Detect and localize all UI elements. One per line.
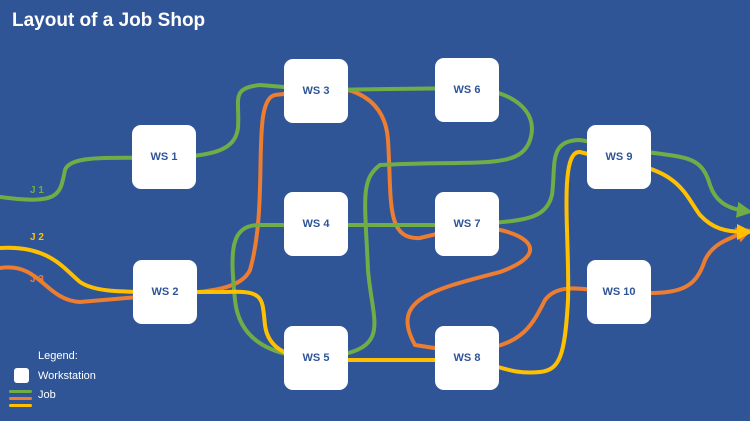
workstation-ws2: WS 2: [133, 260, 197, 324]
workstation-ws7: WS 7: [435, 192, 499, 256]
legend-workstation-swatch: [14, 368, 29, 383]
workstation-ws4: WS 4: [284, 192, 348, 256]
diagram-title: Layout of a Job Shop: [12, 10, 206, 31]
job-1-route: [0, 82, 750, 359]
workstation-ws2-label: WS 2: [151, 286, 179, 298]
legend-job-swatch-yellow: [9, 404, 32, 407]
workstation-ws5: WS 5: [284, 326, 348, 390]
job-2-route: [0, 150, 750, 375]
workstation-ws8-label: WS 8: [453, 352, 481, 364]
workstation-ws1-label: WS 1: [150, 151, 178, 163]
legend-job-swatch-orange: [9, 397, 32, 400]
workstation-ws3-label: WS 3: [302, 85, 330, 97]
workstation-ws4-label: WS 4: [302, 218, 330, 230]
workstation-ws1: WS 1: [132, 125, 196, 189]
workstation-ws10: WS 10: [587, 260, 651, 324]
workstation-ws5-label: WS 5: [302, 352, 330, 364]
legend-workstation-label: Workstation: [38, 370, 96, 382]
workstation-ws10-label: WS 10: [602, 286, 636, 298]
legend-job-swatch-green: [9, 390, 32, 393]
legend-title: Legend:: [38, 350, 78, 362]
workstation-ws8: WS 8: [435, 326, 499, 390]
workstation-ws9: WS 9: [587, 125, 651, 189]
job-1-label: J 1: [30, 185, 44, 196]
job-2-label: J 2: [30, 232, 44, 243]
job-3-label: J 3: [30, 274, 44, 285]
workstation-ws7-label: WS 7: [453, 218, 481, 230]
workstation-ws3: WS 3: [284, 59, 348, 123]
legend-job-label: Job: [38, 389, 56, 401]
workstation-ws9-label: WS 9: [605, 151, 633, 163]
workstation-ws6: WS 6: [435, 58, 499, 122]
workstation-ws6-label: WS 6: [453, 84, 481, 96]
